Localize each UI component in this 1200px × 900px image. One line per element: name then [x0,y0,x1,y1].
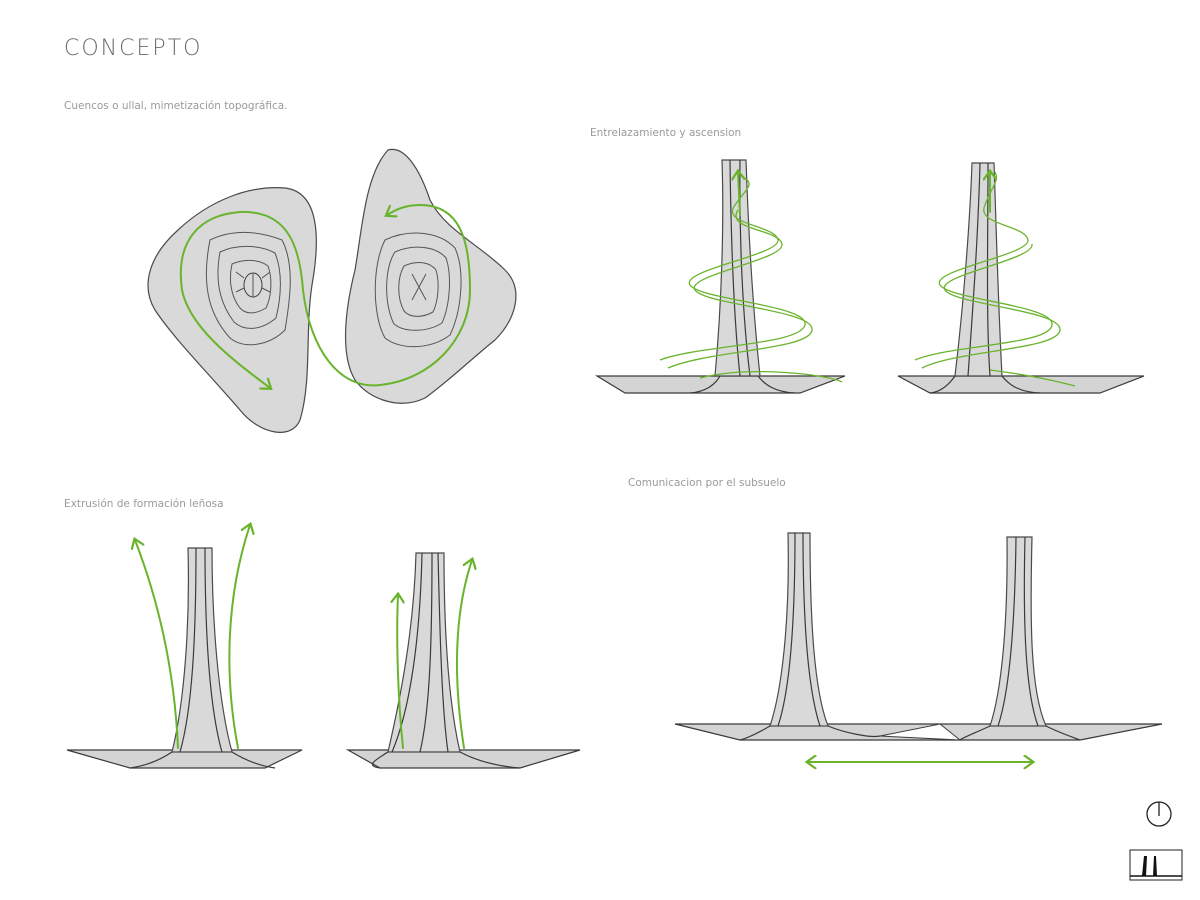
caption-extrusion: Extrusión de formación leñosa [64,498,224,510]
green-spiral-2 [914,171,1053,361]
caption-intertwine: Entrelazamiento y ascension [590,127,742,139]
bowls-flow-arrow [179,204,471,388]
towers-underground [674,532,1163,762]
north-compass-icon [1146,801,1172,827]
tower-extrusion-2 [345,552,581,769]
extrusion-arrow-left [135,540,179,749]
extrusion-arrow-right [228,525,250,749]
green-spiral-1 [659,177,806,361]
twin-towers-silhouette-icon [1129,849,1183,881]
caption-underground: Comunicacion por el subsuelo [628,477,786,489]
page-title: CONCEPTO [64,36,203,61]
extrusion-arrow-right-2 [456,560,472,749]
tower-intertwine-1 [594,159,846,394]
tower-extrusion-1 [66,525,303,769]
extrusion-arrow-left-2 [397,595,403,749]
bowl-left [147,187,317,433]
caption-bowls: Cuencos o ullal, mimetización topográfic… [64,100,288,112]
tower-intertwine-2 [897,162,1145,394]
